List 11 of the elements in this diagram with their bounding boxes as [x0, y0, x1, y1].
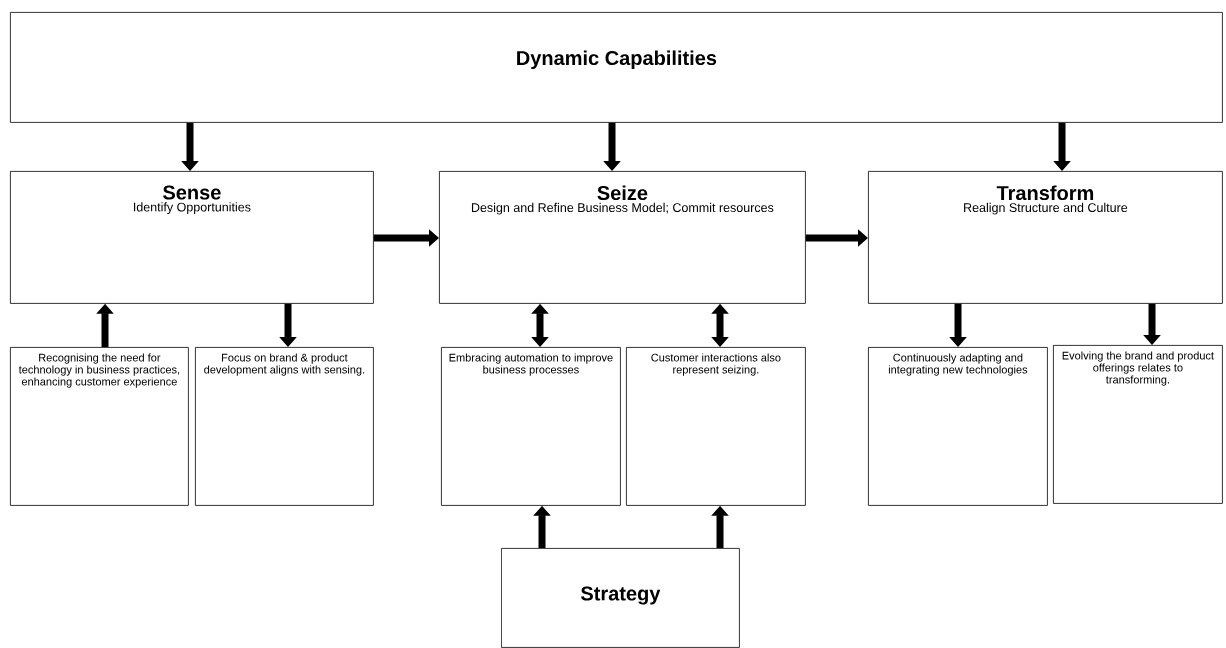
note-box: Evolving the brand and product offerings relates to transforming. [1053, 345, 1223, 504]
heading-box: Dynamic Capabilities [10, 12, 1223, 123]
stage-box: Seize Design and Refine Business Model; Commit resources [439, 171, 806, 304]
note-box: Continuously adapting and integrating new technologies [868, 347, 1048, 506]
note-box: Focus on brand & product development aligns with sensing. [195, 347, 374, 506]
note-box: Customer interactions also represent seizing. [626, 347, 806, 506]
stage-box: Transform Realign Structure and Culture [868, 171, 1223, 304]
heading-box: Strategy [501, 548, 740, 648]
stage-box: Sense Identify Opportunities [10, 171, 374, 304]
note-box: Embracing automation to improve business processes [441, 347, 621, 506]
note-box: Recognising the need for technology in business practices, enhancing customer experience [10, 347, 189, 506]
